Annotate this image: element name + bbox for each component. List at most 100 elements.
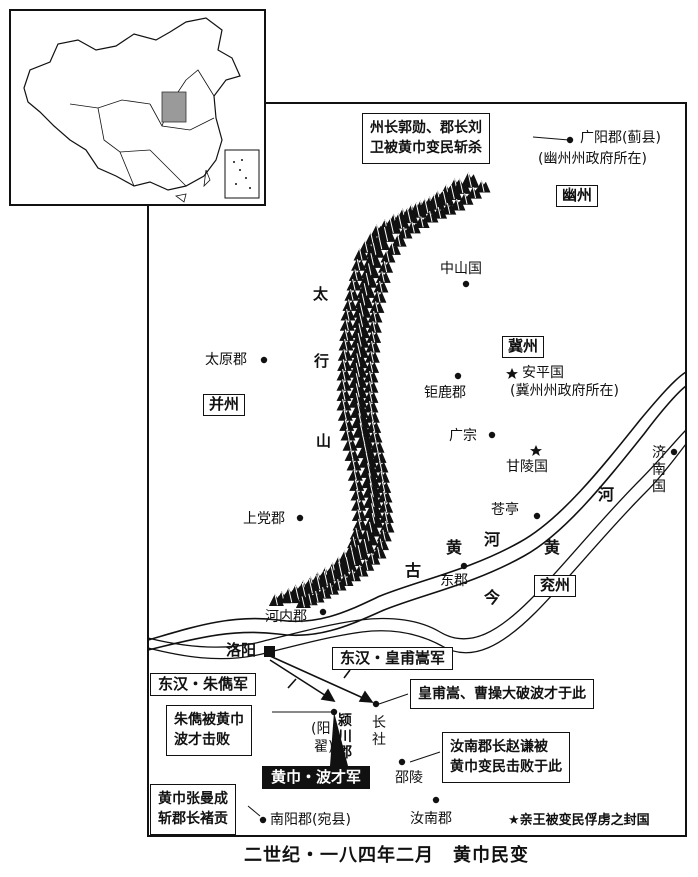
inset-highlight (161, 91, 187, 123)
mountain-peak-highlight (375, 301, 379, 313)
mountain-peak-highlight (369, 400, 373, 412)
mountain-peak-highlight (338, 561, 343, 576)
note-connectors (247, 136, 570, 817)
mountain-peak-highlight (379, 538, 384, 550)
mountain-peak-highlight (481, 180, 485, 192)
mountain-peak-highlight (382, 529, 386, 541)
note-changshe-event: 皇甫嵩、曹操大破波才于此 (410, 679, 594, 710)
mountain-peak-highlight (329, 582, 334, 595)
place-anping-sub: (冀州州政府所在) (510, 383, 619, 399)
mountain-peak-highlight (377, 451, 381, 463)
mountain-peak-highlight (369, 482, 374, 498)
mountain-peak-highlight (370, 553, 375, 565)
mountain-peak-highlight (406, 208, 411, 223)
luoyang-capital-marker (264, 646, 275, 657)
region-youzhou: 幽州 (556, 185, 599, 207)
mountain-peak-highlight (429, 210, 433, 222)
note-line: 州长郭勋、郡长刘 (370, 120, 482, 136)
mountain-peak-highlight (361, 293, 366, 308)
place-dongjun: 东郡 (440, 573, 468, 589)
mountain-peak-highlight (370, 351, 374, 363)
mountain-peak-highlight (301, 596, 305, 608)
mountain-peak-highlight (424, 199, 429, 214)
mountain-peak-highlight (383, 261, 388, 273)
mountain-peak-highlight (367, 463, 372, 478)
place-changshe-2: 社 (372, 732, 386, 748)
mountain-peak-highlight (323, 570, 328, 586)
mountain-peak-highlight (352, 458, 356, 470)
mountain-peak-highlight (359, 248, 363, 260)
inset-china-map (9, 9, 266, 206)
mountain-peak-highlight (450, 185, 455, 200)
place-yingchuan-2: 川 (338, 729, 352, 745)
mountain-peak-highlight (345, 319, 349, 331)
mountain-peak-highlight (371, 331, 376, 343)
mountain-peak-highlight (355, 383, 360, 398)
mountain-peak-highlight (378, 235, 383, 250)
modern-yellow-river-south (147, 443, 687, 660)
mountain-peak-highlight (467, 172, 472, 188)
mountain-peak-highlight (354, 269, 358, 281)
place-zhongshan: 中山国 (440, 261, 482, 277)
mountain-peak-highlight (370, 493, 375, 508)
mountain-peak-highlight (356, 259, 361, 271)
note-zhujun-defeat: 朱儁被黄巾 波才击败 (166, 705, 252, 756)
mountain-peak-highlight (369, 361, 374, 373)
mountain-peak-highlight (343, 409, 347, 421)
note-line: 黄巾变民击败于此 (450, 759, 562, 776)
ancient-river-char-2: 黄 (446, 538, 463, 557)
mountain-peak-highlight (371, 340, 375, 352)
mountain-peak-highlight (375, 441, 379, 453)
place-guangyang: 广阳郡(蓟县) (580, 130, 661, 146)
mountain-peak-highlight (433, 194, 438, 210)
mountain-label-3: 山 (316, 432, 332, 450)
mountain-peak-highlight (350, 289, 354, 301)
army-arrows (269, 655, 374, 703)
mountain-peak-highlight (371, 421, 376, 433)
region-yanzhou: 兖州 (534, 575, 577, 597)
mountain-peak-highlight (359, 313, 364, 328)
mountain-peak-highlight (359, 302, 364, 318)
place-shaoling: 邵陵 (395, 770, 423, 786)
mountain-peak-highlight (348, 299, 352, 311)
army-bocai: 黄巾・波才军 (262, 766, 371, 789)
mountain-peak-highlight (380, 471, 384, 483)
place-yingchuan-1: 颍 (338, 713, 352, 729)
mountain-label-1: 太 (313, 285, 329, 303)
mountain-peak-highlight (344, 329, 349, 341)
mountain-peak-highlight (384, 511, 388, 523)
mountain-peak-highlight (437, 207, 442, 219)
mountain-peak-highlight (288, 588, 293, 603)
mountain-peak-highlight (344, 419, 349, 431)
mountain-peak-highlight (358, 323, 363, 338)
army-zhujun: 东汉・朱儁军 (150, 673, 257, 696)
mountain-peak-highlight (464, 193, 468, 205)
map-title: 二世纪・一八四年二月 黄巾民变 (244, 845, 529, 866)
mountain-peak-highlight (369, 391, 373, 403)
mountain-peak-highlight (420, 216, 424, 228)
mountain-peak-highlight (357, 545, 362, 560)
mountain-peak-highlight (363, 283, 368, 298)
mountain-peak-highlight (373, 310, 377, 322)
mountain-peak-highlight (355, 527, 359, 539)
bocai-army-pointer (330, 712, 348, 766)
mountain-peak-highlight (322, 587, 326, 599)
modern-river-char-3: 河 (598, 485, 615, 504)
taihang-mountain-range (268, 172, 491, 608)
place-yangzhai-1: (阳 (311, 721, 331, 737)
captured-kingdom-stars (506, 368, 542, 456)
mountain-peak-highlight (344, 338, 348, 350)
place-taiyuan: 太原郡 (205, 352, 247, 368)
mountain-peak-highlight (294, 585, 300, 600)
note-nanyang-event: 黄巾张曼成 斩郡长褚贡 (150, 784, 236, 835)
modern-river-char-2: 黄 (544, 538, 561, 557)
mountain-peak-highlight (352, 278, 356, 290)
place-jinan-3: 国 (652, 479, 666, 495)
mountain-peak-highlight (459, 179, 464, 194)
mountain-peak-highlight (376, 224, 380, 236)
mountain-peak-highlight (274, 594, 278, 606)
mountain-peak-highlight (330, 566, 335, 581)
mountain-peak-highlight (381, 271, 385, 283)
mountain-peak-highlight (365, 272, 370, 288)
place-ganling: 甘陵国 (506, 459, 548, 475)
